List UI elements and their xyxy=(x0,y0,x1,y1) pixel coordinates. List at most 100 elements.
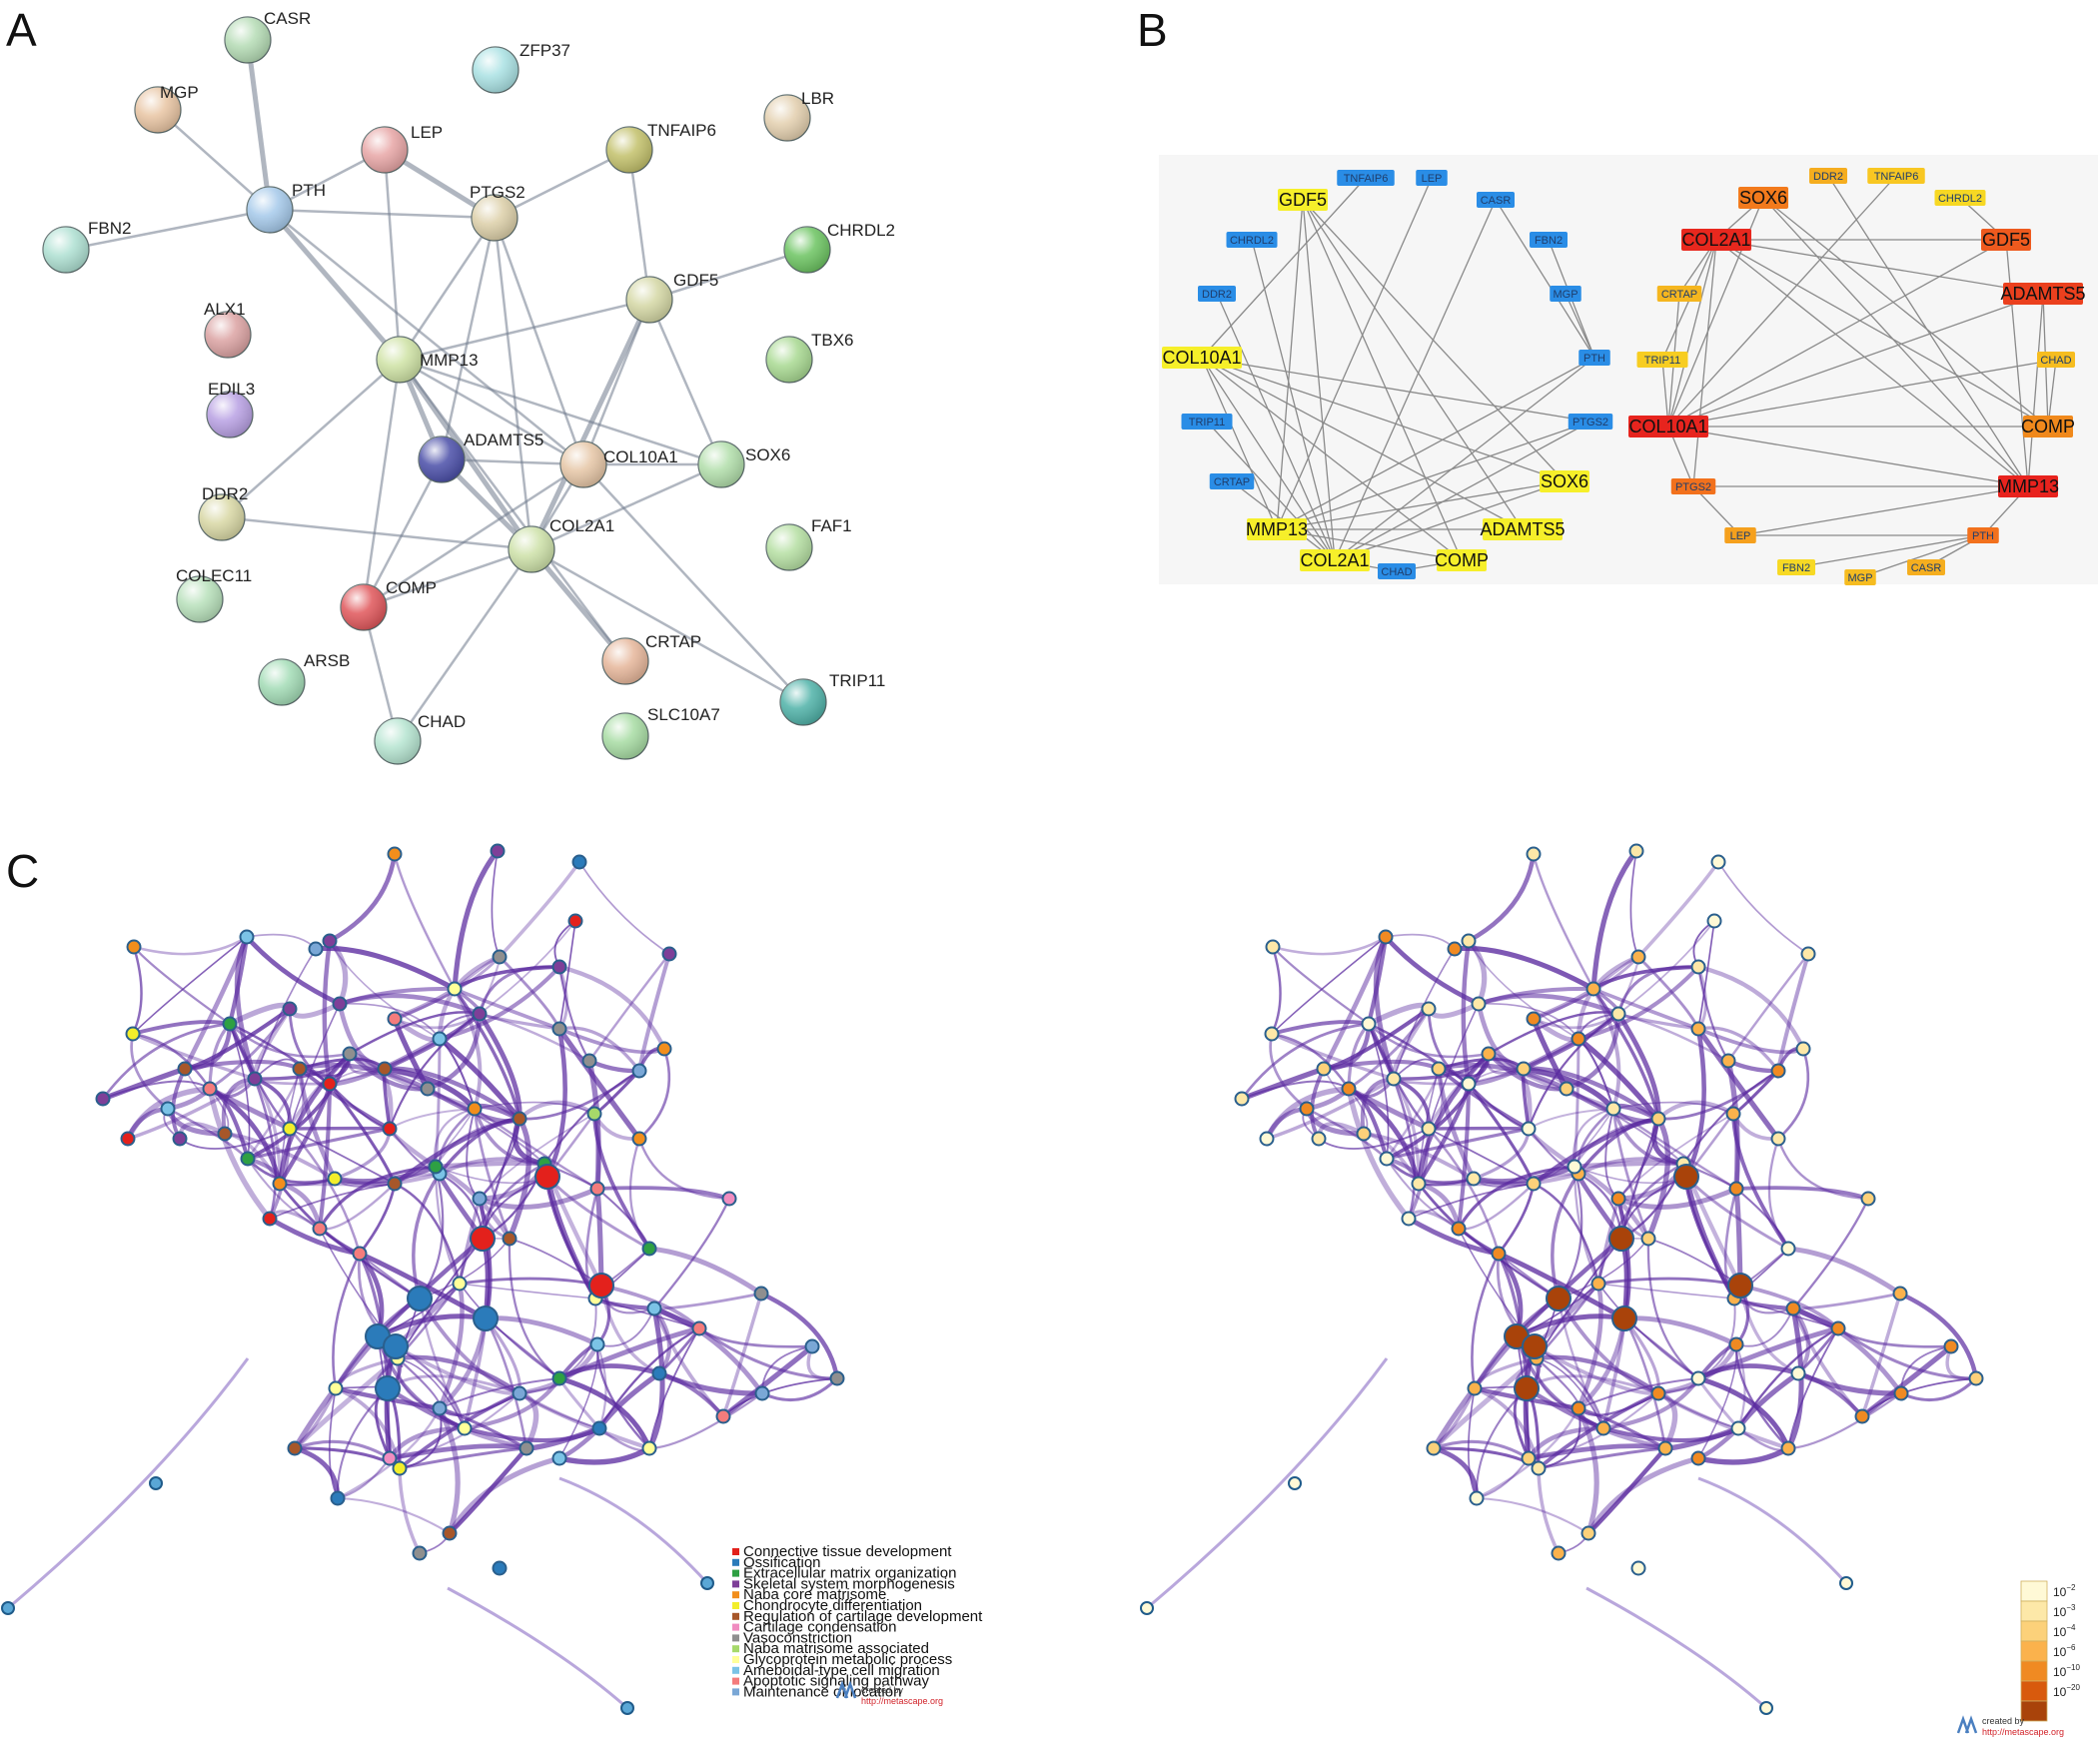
hub-node[interactable]: CHAD xyxy=(1378,563,1416,579)
hub-node[interactable]: COMP xyxy=(2021,416,2075,437)
enrichment-node[interactable] xyxy=(1421,1121,1437,1137)
enrichment-node[interactable] xyxy=(383,1333,409,1359)
enrichment-node[interactable] xyxy=(1299,1101,1315,1117)
hub-node[interactable]: SOX6 xyxy=(1738,187,1788,209)
hub-node[interactable]: GDF5 xyxy=(1981,229,2031,251)
string-node[interactable]: CASR xyxy=(224,9,311,64)
enrichment-node[interactable] xyxy=(1727,1273,1753,1299)
enrichment-node[interactable] xyxy=(1411,1176,1427,1192)
hub-node[interactable]: COMP xyxy=(1435,549,1489,571)
enrichment-node[interactable] xyxy=(1461,1076,1477,1092)
hub-node[interactable]: CRTAP xyxy=(1209,473,1255,489)
enrichment-node[interactable] xyxy=(512,1111,527,1127)
enrichment-node[interactable] xyxy=(721,1191,737,1207)
enrichment-node[interactable] xyxy=(375,1375,401,1401)
enrichment-node[interactable] xyxy=(1585,981,1601,997)
enrichment-node[interactable] xyxy=(567,913,583,929)
string-node[interactable]: COLEC11 xyxy=(176,566,252,623)
enrichment-node[interactable] xyxy=(120,1131,136,1147)
hub-node[interactable]: FBN2 xyxy=(1777,559,1815,575)
enrichment-node[interactable] xyxy=(282,1001,298,1017)
enrichment-node[interactable] xyxy=(1140,1601,1154,1615)
enrichment-node[interactable] xyxy=(1590,1276,1606,1292)
enrichment-node[interactable] xyxy=(534,1164,560,1190)
enrichment-node[interactable] xyxy=(1491,1246,1507,1262)
enrichment-node[interactable] xyxy=(1725,1106,1741,1122)
string-node[interactable]: MMP13 xyxy=(376,336,479,384)
enrichment-node[interactable] xyxy=(272,1176,288,1192)
enrichment-node[interactable] xyxy=(392,1460,408,1476)
enrichment-node[interactable] xyxy=(1467,1380,1483,1396)
hub-node[interactable]: LEP xyxy=(1416,170,1448,186)
string-node[interactable]: ZFP37 xyxy=(472,41,570,94)
enrichment-node[interactable] xyxy=(327,1171,343,1187)
enrichment-node[interactable] xyxy=(342,1046,358,1062)
enrichment-node[interactable] xyxy=(1447,941,1463,957)
enrichment-node[interactable] xyxy=(149,1476,163,1490)
enrichment-node[interactable] xyxy=(172,1131,188,1147)
enrichment-node[interactable] xyxy=(586,1106,602,1122)
enrichment-node[interactable] xyxy=(1481,1046,1497,1062)
enrichment-node[interactable] xyxy=(1650,1385,1666,1401)
enrichment-node[interactable] xyxy=(1893,1385,1909,1401)
enrichment-node[interactable] xyxy=(656,1041,672,1057)
enrichment-node[interactable] xyxy=(262,1211,278,1227)
enrichment-node[interactable] xyxy=(1316,1061,1332,1077)
hub-node[interactable]: PTH xyxy=(1967,527,1999,543)
enrichment-node[interactable] xyxy=(1386,1071,1402,1087)
string-node[interactable]: LEP xyxy=(361,123,443,174)
enrichment-node[interactable] xyxy=(328,1380,344,1396)
enrichment-node[interactable] xyxy=(591,1420,607,1436)
enrichment-node[interactable] xyxy=(432,1400,448,1416)
enrichment-node[interactable] xyxy=(160,1101,176,1117)
enrichment-node[interactable] xyxy=(282,1121,298,1137)
enrichment-node[interactable] xyxy=(382,1121,398,1137)
hub-node[interactable]: FBN2 xyxy=(1530,232,1568,248)
enrichment-node[interactable] xyxy=(804,1338,820,1354)
enrichment-node[interactable] xyxy=(1892,1286,1908,1302)
hub-node[interactable]: DDR2 xyxy=(1198,286,1236,302)
enrichment-node[interactable] xyxy=(1531,1460,1547,1476)
hub-node[interactable]: CHAD xyxy=(2037,352,2075,368)
enrichment-node[interactable] xyxy=(581,1053,597,1069)
enrichment-node[interactable] xyxy=(1469,1490,1485,1506)
enrichment-node[interactable] xyxy=(646,1301,662,1316)
string-node[interactable]: FAF1 xyxy=(765,516,852,571)
enrichment-node[interactable] xyxy=(1526,846,1542,862)
string-node[interactable]: GDF5 xyxy=(625,271,718,324)
enrichment-node[interactable] xyxy=(519,1440,534,1456)
enrichment-node[interactable] xyxy=(1611,1305,1637,1331)
enrichment-node[interactable] xyxy=(222,1016,238,1032)
enrichment-node[interactable] xyxy=(1571,1400,1586,1416)
enrichment-node[interactable] xyxy=(1526,1011,1542,1027)
enrichment-node[interactable] xyxy=(1795,1041,1811,1057)
string-node[interactable]: TRIP11 xyxy=(779,671,885,726)
enrichment-node[interactable] xyxy=(1522,1333,1548,1359)
enrichment-node[interactable] xyxy=(490,843,506,859)
enrichment-node[interactable] xyxy=(641,1241,657,1257)
string-node[interactable]: PTGS2 xyxy=(470,183,525,242)
enrichment-node[interactable] xyxy=(1378,929,1394,945)
enrichment-node[interactable] xyxy=(1521,1450,1537,1466)
enrichment-node[interactable] xyxy=(412,1545,428,1561)
enrichment-node[interactable] xyxy=(1943,1338,1959,1354)
enrichment-node[interactable] xyxy=(432,1031,448,1047)
enrichment-node[interactable] xyxy=(287,1440,303,1456)
string-node[interactable]: CRTAP xyxy=(601,632,701,685)
enrichment-node[interactable] xyxy=(1780,1440,1796,1456)
enrichment-node[interactable] xyxy=(651,1365,667,1381)
enrichment-node[interactable] xyxy=(1780,1241,1796,1257)
enrichment-node[interactable] xyxy=(126,939,142,955)
enrichment-node[interactable] xyxy=(589,1336,605,1352)
string-node[interactable]: PTH xyxy=(246,181,326,234)
hub-node[interactable]: ADAMTS5 xyxy=(2000,283,2086,305)
string-node[interactable]: ARSB xyxy=(258,651,350,706)
string-node[interactable]: FBN2 xyxy=(42,219,131,274)
enrichment-node[interactable] xyxy=(1546,1286,1572,1311)
enrichment-node[interactable] xyxy=(1521,1121,1537,1137)
enrichment-node[interactable] xyxy=(1630,1560,1646,1576)
string-node[interactable]: EDIL3 xyxy=(206,380,255,438)
enrichment-node[interactable] xyxy=(551,1450,567,1466)
enrichment-node[interactable] xyxy=(1640,1231,1656,1247)
enrichment-node[interactable] xyxy=(312,1221,328,1237)
